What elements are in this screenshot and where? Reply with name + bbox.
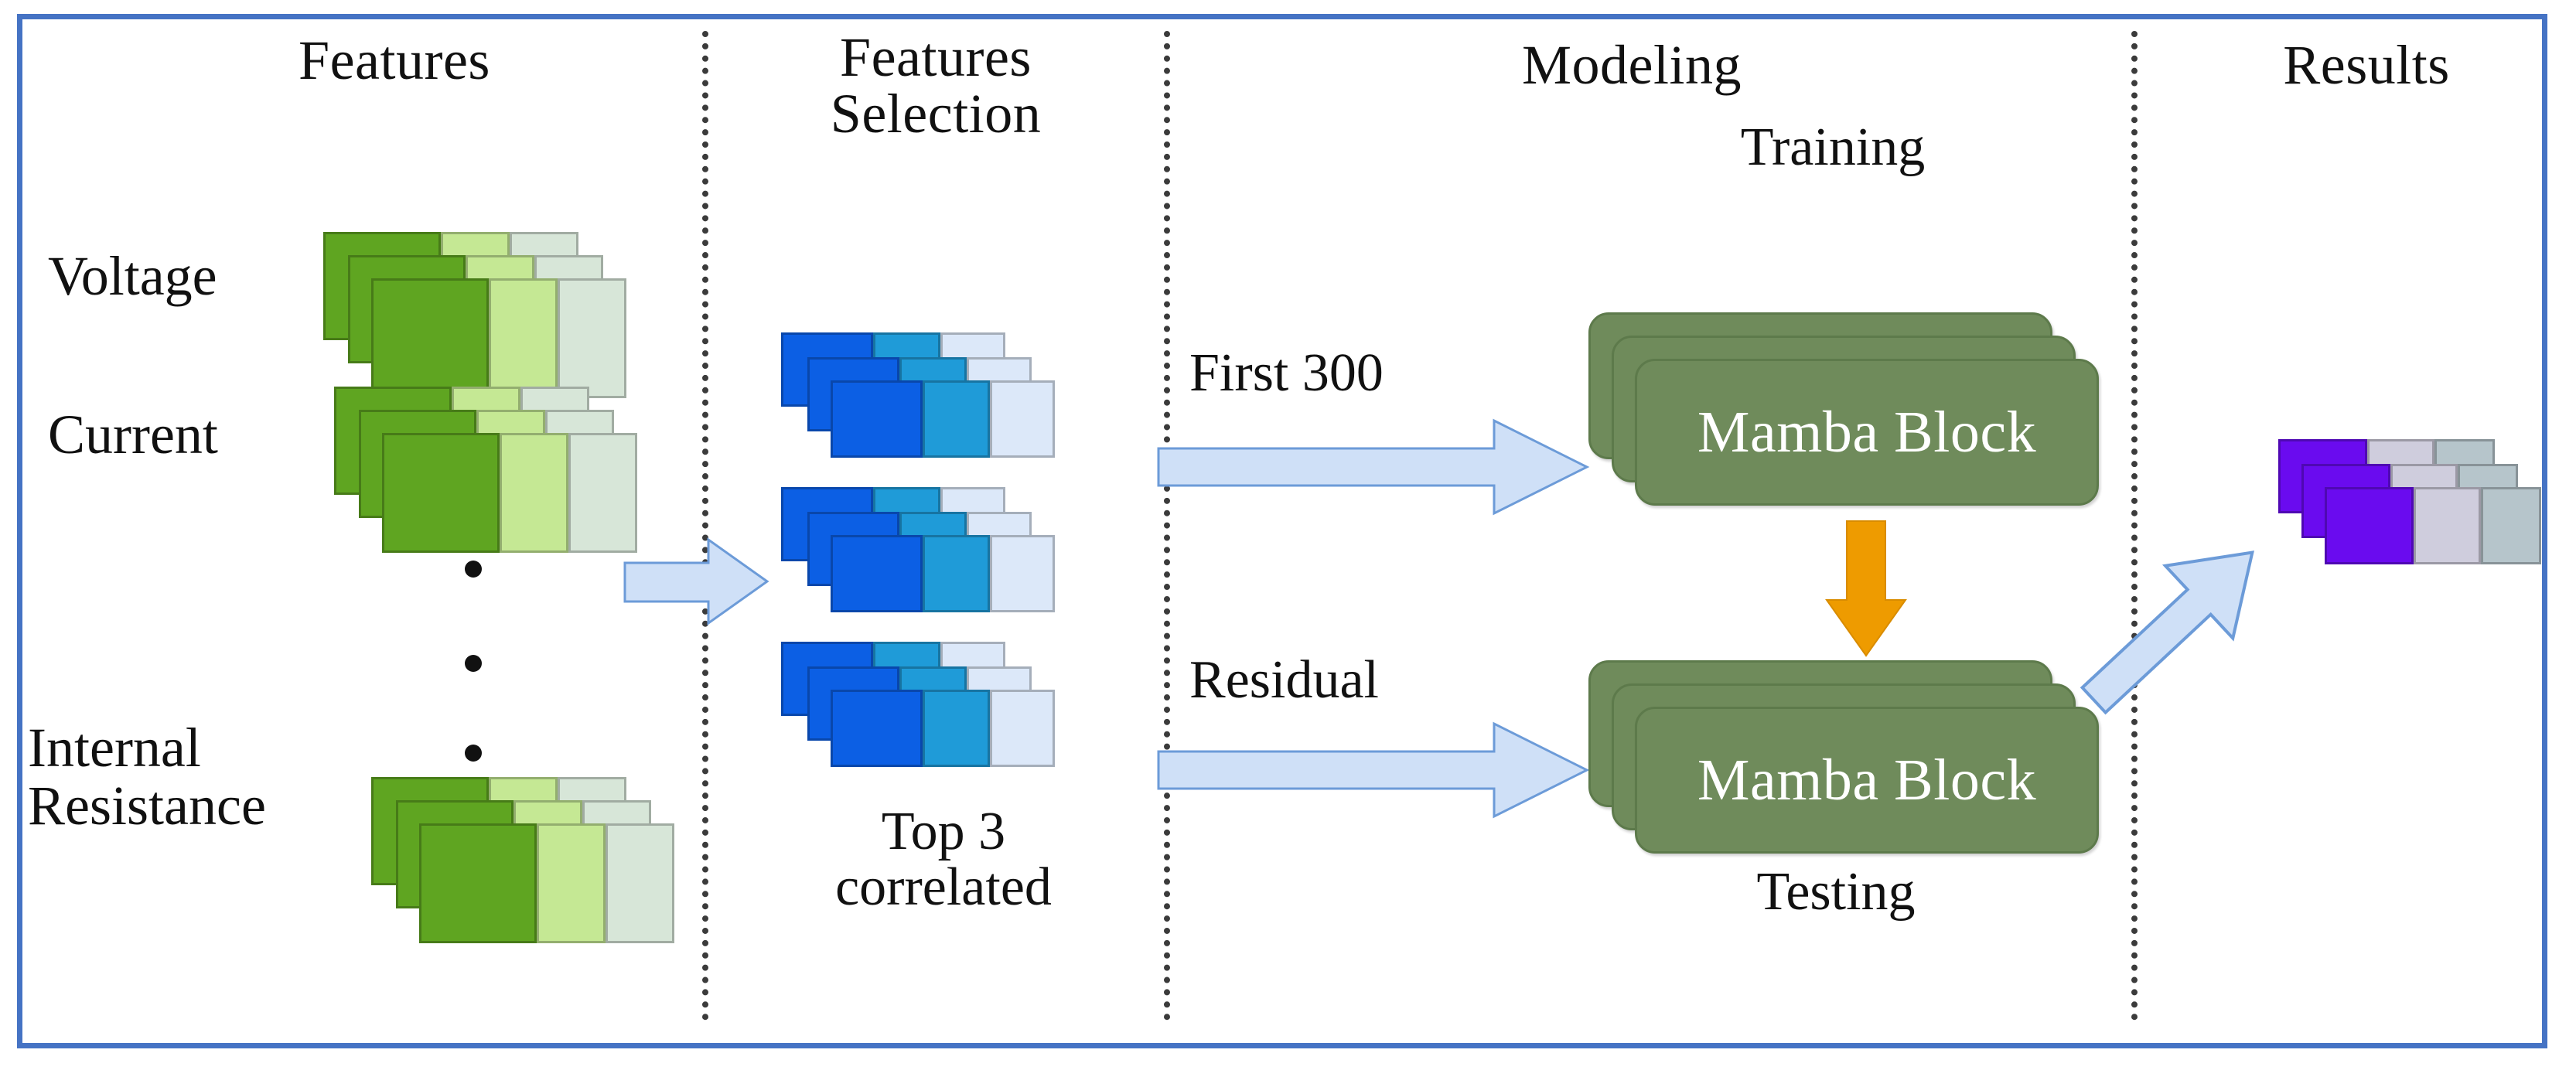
stack-card	[419, 823, 674, 943]
mamba-block-label-training: Mamba Block	[1697, 400, 2037, 465]
card-pane-light-blue	[989, 690, 1055, 767]
card-pane-dark-blue	[831, 380, 923, 458]
card-pane-medium-blue	[922, 380, 990, 458]
card-pane-light-blue	[989, 535, 1055, 612]
arrow-label-residual: Residual	[1189, 650, 1379, 710]
card-pane-lavender	[2413, 487, 2481, 564]
card-pane-medium-blue	[922, 535, 990, 612]
card-pane-slate-grey	[2480, 487, 2541, 564]
card-pane-medium-blue	[922, 690, 990, 767]
arrow-label-first-300: First 300	[1189, 343, 1384, 403]
training-label: Training	[1740, 118, 1926, 177]
feature-label-current: Current	[48, 404, 218, 465]
arrow-first-300	[1157, 418, 1590, 516]
card-pane-dark-green	[382, 433, 500, 553]
column-heading-features-selection: Features Selection	[830, 26, 1042, 145]
card-pane-pale-green	[557, 278, 626, 398]
feature-stack-voltage	[323, 232, 626, 402]
ellipsis-dot	[465, 745, 482, 762]
divider-modeling-results	[2131, 31, 2138, 1021]
divider-features-selection	[702, 31, 708, 1021]
column-heading-modeling: Modeling	[1522, 34, 1742, 96]
stack-card	[382, 433, 637, 553]
feature-stack-internal-resistance	[371, 777, 674, 947]
selection-stack-2	[781, 487, 1075, 642]
selection-stack-1	[781, 332, 1075, 487]
arrow-features-to-selection	[623, 537, 769, 625]
stack-card	[831, 690, 1055, 767]
mamba-card-front: Mamba Block	[1635, 707, 2099, 854]
card-pane-pale-green	[568, 433, 637, 553]
card-pane-dark-green	[419, 823, 537, 943]
stack-card	[371, 278, 626, 398]
arrow-residual	[1157, 721, 1590, 819]
card-pane-dark-blue	[831, 535, 923, 612]
stack-card	[831, 535, 1055, 612]
feature-label-voltage: Voltage	[48, 245, 217, 307]
selection-stack-3	[781, 642, 1075, 796]
card-pane-dark-blue	[831, 690, 923, 767]
card-pane-purple	[2325, 487, 2414, 564]
results-stack	[2278, 439, 2576, 609]
divider-selection-modeling	[1164, 31, 1170, 1021]
stack-card	[2325, 487, 2541, 564]
selection-caption-top3correlated: Top 3 correlated	[835, 802, 1052, 918]
mamba-block-stack-training: Mamba Block	[1588, 312, 2099, 506]
ellipsis-dot	[465, 655, 482, 672]
card-pane-light-green	[499, 433, 568, 553]
arrow-training-to-testing	[1825, 520, 1907, 657]
mamba-card-front: Mamba Block	[1635, 359, 2099, 506]
mamba-block-label-testing: Mamba Block	[1697, 748, 2037, 813]
feature-stack-current	[334, 387, 637, 557]
ellipsis-dot	[465, 561, 482, 578]
column-heading-results: Results	[2283, 34, 2450, 96]
column-heading-features: Features	[299, 29, 490, 91]
testing-label: Testing	[1756, 862, 1916, 922]
arrow-testing-to-results	[2080, 550, 2254, 715]
feature-label-internal-resistance: Internal Resistance	[28, 717, 266, 837]
card-pane-light-blue	[989, 380, 1055, 458]
card-pane-light-green	[536, 823, 606, 943]
mamba-block-stack-testing: Mamba Block	[1588, 660, 2099, 854]
stack-card	[831, 380, 1055, 458]
card-pane-light-green	[488, 278, 558, 398]
card-pane-pale-green	[605, 823, 674, 943]
card-pane-dark-green	[371, 278, 489, 398]
